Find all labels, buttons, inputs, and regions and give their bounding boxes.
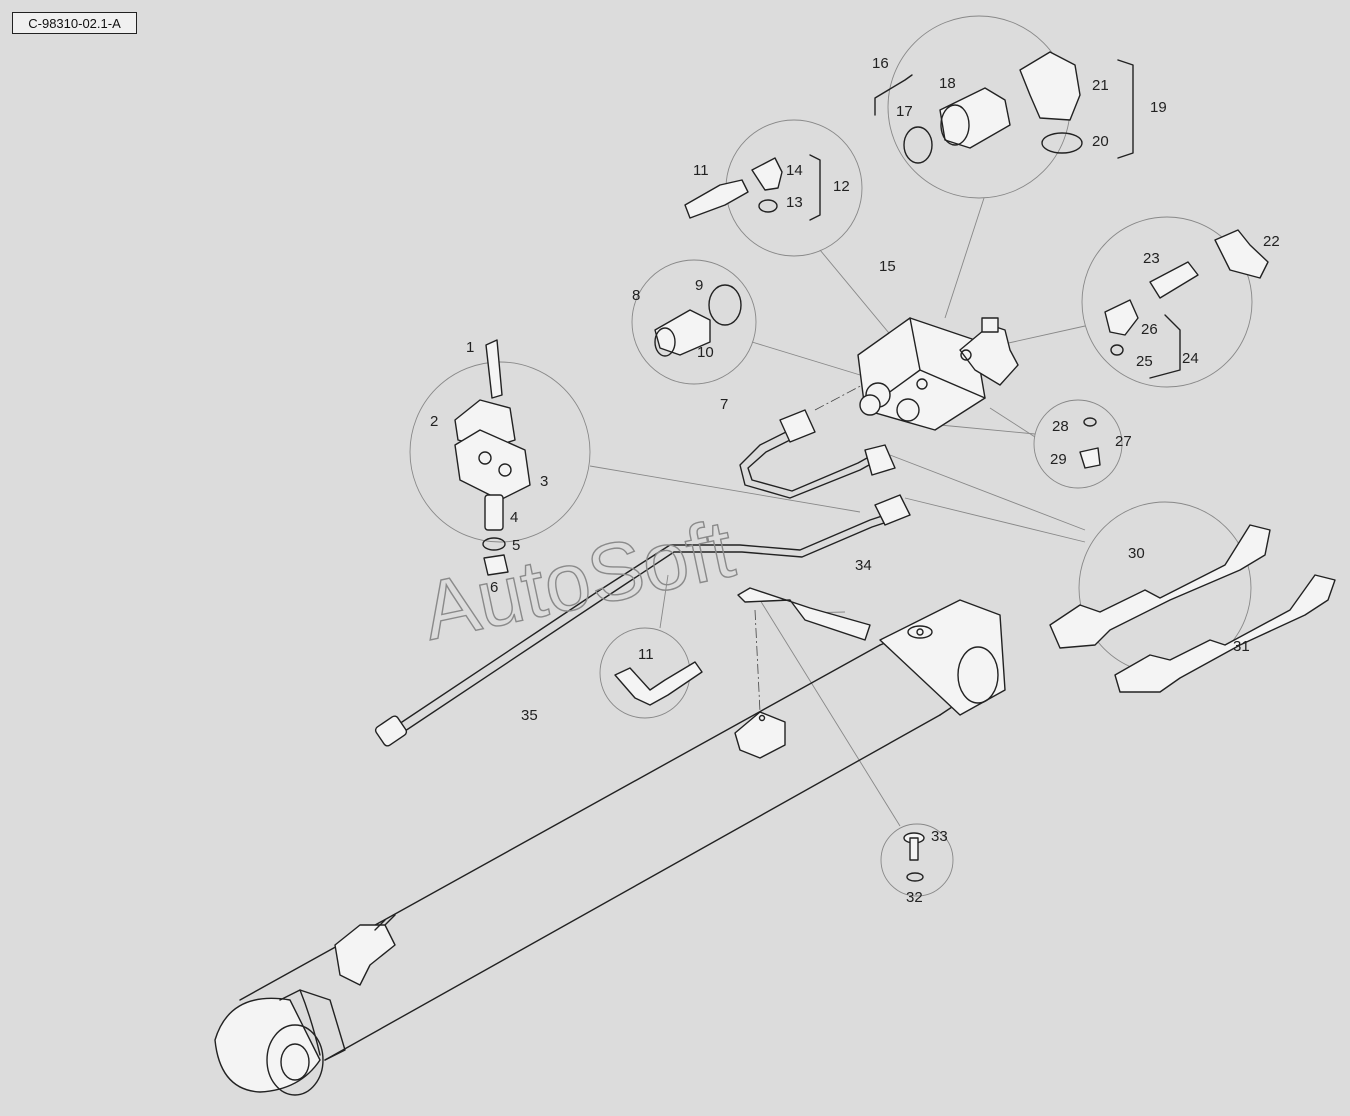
detail-circle-bolt-32-33 xyxy=(880,823,954,897)
label-30: 30 xyxy=(1128,545,1145,562)
bracket-34 xyxy=(737,587,871,641)
label-12: 12 xyxy=(833,178,850,195)
detail-hose-11 xyxy=(614,661,703,706)
label-35: 35 xyxy=(521,707,538,724)
detail-fittings-11-14 xyxy=(684,157,783,219)
detail-fittings-8-10 xyxy=(654,284,742,357)
part-labels: 1 2 3 4 5 6 7 8 9 10 11 11 12 13 14 15 1… xyxy=(430,55,1280,906)
tube-7 xyxy=(739,381,896,499)
label-3: 3 xyxy=(540,473,548,490)
label-22: 22 xyxy=(1263,233,1280,250)
label-10: 10 xyxy=(697,344,714,361)
label-13: 13 xyxy=(786,194,803,211)
detail-fittings-27-29 xyxy=(1079,417,1101,469)
reference-code-box: C-98310-02.1-A xyxy=(12,12,137,34)
detail-bolt-32-33 xyxy=(903,832,925,882)
label-11-upper: 11 xyxy=(693,162,709,179)
label-27: 27 xyxy=(1115,433,1132,450)
label-34: 34 xyxy=(855,557,872,574)
group-brackets xyxy=(809,59,1181,379)
tube-35 xyxy=(374,494,911,747)
label-20: 20 xyxy=(1092,133,1109,150)
label-14: 14 xyxy=(786,162,803,179)
label-7: 7 xyxy=(720,396,728,413)
label-25: 25 xyxy=(1136,353,1153,370)
detail-fittings-16-21 xyxy=(903,51,1083,164)
label-18: 18 xyxy=(939,75,956,92)
label-28: 28 xyxy=(1052,418,1069,435)
label-24: 24 xyxy=(1182,350,1199,367)
label-6: 6 xyxy=(490,579,498,596)
label-21: 21 xyxy=(1092,77,1109,94)
detail-circle-fittings-22-26 xyxy=(1081,216,1253,388)
detail-clamp-1-6 xyxy=(454,339,531,576)
label-26: 26 xyxy=(1141,321,1158,338)
detail-circle-clamp-1-6 xyxy=(409,361,591,543)
label-32: 32 xyxy=(906,889,923,906)
label-19: 19 xyxy=(1150,99,1167,116)
detail-hoses-30-31 xyxy=(1049,524,1336,693)
detail-fittings-22-26 xyxy=(1104,229,1269,356)
hydraulic-cylinder xyxy=(214,599,1006,1096)
label-5: 5 xyxy=(512,537,520,554)
valve-block-15 xyxy=(857,317,1019,431)
label-23: 23 xyxy=(1143,250,1160,267)
label-17: 17 xyxy=(896,103,913,120)
label-31: 31 xyxy=(1233,638,1250,655)
label-29: 29 xyxy=(1050,451,1067,468)
label-2: 2 xyxy=(430,413,438,430)
label-16: 16 xyxy=(872,55,889,72)
reference-code: C-98310-02.1-A xyxy=(28,15,121,31)
label-4: 4 xyxy=(510,509,518,526)
label-9: 9 xyxy=(695,277,703,294)
watermark-text: AutoSoft xyxy=(415,503,742,657)
label-33: 33 xyxy=(931,828,948,845)
detail-circle-fittings-8-10 xyxy=(631,259,757,385)
label-1: 1 xyxy=(466,339,474,356)
label-15: 15 xyxy=(879,258,896,275)
label-11-lower: 11 xyxy=(638,646,654,663)
detail-circle-fittings-27-29 xyxy=(1033,399,1123,489)
callout-leaders xyxy=(589,197,1086,827)
label-8: 8 xyxy=(632,287,640,304)
